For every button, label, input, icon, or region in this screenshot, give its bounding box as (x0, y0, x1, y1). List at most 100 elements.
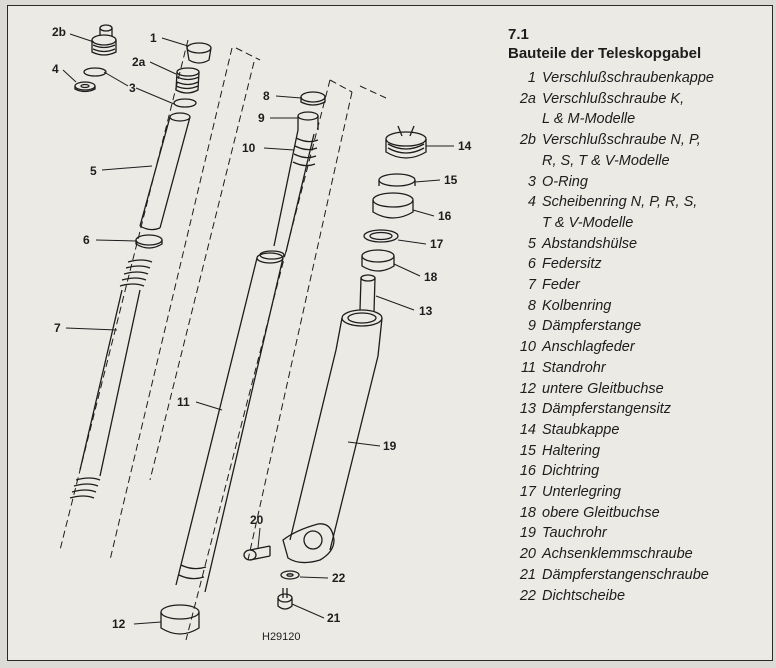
legend-item-text: O-Ring (542, 173, 588, 190)
legend-item-number: 18 (519, 504, 536, 521)
legend-item-text: R, S, T & V-Modelle (542, 152, 670, 169)
legend-item-number: 13 (519, 401, 536, 418)
callout-4: 4 (52, 62, 59, 76)
legend-item-number: 14 (519, 421, 536, 438)
part-upper-bush (361, 249, 395, 272)
callout-2b: 2b (52, 25, 66, 39)
part-stanchion-tube (175, 252, 284, 593)
legend-item-number (508, 213, 542, 234)
legend-item-number: 21 (519, 566, 536, 583)
legend-item: 2b Verschlußschraube N, P, (508, 130, 770, 151)
legend-item: 16 Dichtring (508, 461, 770, 482)
part-axle-clamp-bolt (243, 545, 271, 561)
callout-11: 11 (177, 395, 190, 409)
callout-16: 16 (438, 209, 452, 223)
legend-item-text: Haltering (542, 442, 601, 459)
part-seal-washer (363, 229, 399, 243)
legend-item-number: 9 (527, 318, 536, 335)
part-washer (74, 81, 96, 93)
part-damper-rod-bolt (277, 588, 293, 610)
callout-1: 1 (150, 31, 157, 45)
callout-20: 20 (250, 513, 264, 527)
legend-item-number: 2b (519, 132, 536, 149)
legend-item-number: 15 (519, 442, 536, 459)
part-plug-screw-2b (91, 24, 117, 56)
legend-item-number: 3 (527, 173, 536, 190)
legend-item-number: 17 (519, 484, 536, 501)
callout-2a: 2a (132, 55, 146, 69)
legend-item-text: T & V-Modelle (542, 214, 634, 231)
legend-item-text: Verschlußschraube N, P, (542, 132, 701, 149)
callout-9: 9 (258, 111, 265, 125)
callout-19: 19 (383, 439, 397, 453)
legend-item-text: Anschlagfeder (542, 339, 635, 356)
callout-6: 6 (83, 233, 90, 247)
legend-item-number: 19 (519, 525, 536, 542)
callout-18: 18 (424, 270, 438, 284)
legend-item-text: Verschlußschraubenkappe (542, 70, 714, 86)
legend-item: 20 Achsenklemmschraube (508, 544, 770, 565)
part-dust-seal (385, 125, 427, 159)
figure-reference-code: H29120 (262, 631, 301, 643)
callout-14: 14 (458, 139, 472, 153)
callout-17: 17 (430, 237, 444, 251)
legend-item-text: obere Gleitbuchse (542, 504, 660, 521)
callout-21: 21 (327, 611, 341, 625)
legend-item: T & V-Modelle (508, 213, 770, 234)
legend-item: 13 Dämpferstangensitz (508, 399, 770, 420)
legend-item: R, S, T & V-Modelle (508, 151, 770, 172)
legend-item-number: 7 (527, 277, 536, 294)
callout-7: 7 (54, 321, 61, 335)
figure-title: Bauteile der Teleskopgabel (508, 45, 702, 62)
callout-15: 15 (444, 173, 458, 187)
legend-item-text: Abstandshülse (542, 235, 638, 252)
legend-item-number: 16 (519, 463, 536, 480)
callout-10: 10 (242, 141, 256, 155)
legend-item: 15 Haltering (508, 441, 770, 462)
callout-13: 13 (419, 304, 433, 318)
legend-item-text: Dichtring (542, 463, 600, 480)
legend-item-text: Achsenklemmschraube (542, 546, 693, 563)
part-spring-seat (135, 234, 163, 249)
part-o-ring-2 (173, 98, 197, 108)
legend-item: 7 Feder (508, 275, 770, 296)
legend-item-number: 6 (527, 256, 536, 273)
legend-item-text: Dämpferstangenschraube (542, 566, 709, 583)
part-cap (186, 42, 212, 64)
part-retaining-ring (378, 173, 416, 187)
part-spacer-tube (139, 112, 191, 231)
legend-item-number: 2a (519, 90, 536, 107)
callout-3: 3 (129, 81, 136, 95)
legend-item-number: 11 (520, 359, 536, 376)
figure-number: 7.1 (508, 26, 529, 43)
callout-12: 12 (112, 617, 126, 631)
legend-item-text: untere Gleitbuchse (542, 380, 664, 397)
legend-item-text: Feder (542, 277, 580, 294)
legend-item: 14 Staubkappe (508, 420, 770, 441)
legend-item: 6 Federsitz (508, 254, 770, 275)
part-slider (282, 309, 383, 564)
legend-item-text: Dämpferstange (542, 318, 642, 335)
callout-5: 5 (90, 164, 97, 178)
legend-item-text: Dämpferstangensitz (542, 401, 671, 418)
legend-item-number: 20 (519, 546, 536, 563)
legend-item-text: Staubkappe (542, 421, 620, 438)
legend-item-text: L & M-Modelle (542, 111, 636, 128)
legend-item-text: Tauchrohr (542, 525, 607, 542)
legend-item-number (508, 109, 542, 130)
legend-item: 3 O-Ring (508, 172, 770, 193)
part-piston-ring (300, 91, 326, 106)
legend-item-text: Federsitz (542, 256, 602, 273)
